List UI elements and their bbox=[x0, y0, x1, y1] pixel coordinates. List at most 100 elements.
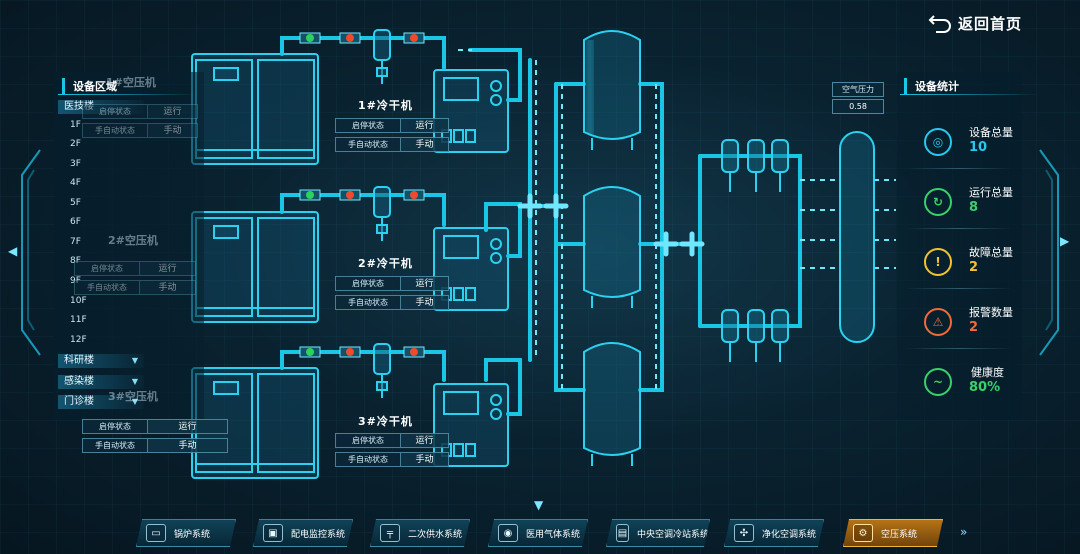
nav-clean-ac[interactable]: ✣ 净化空调系统 bbox=[724, 519, 824, 547]
stat-label: 健康度 bbox=[971, 366, 1004, 379]
hvac-icon: ▤ bbox=[616, 524, 629, 542]
building-label: 科研楼 bbox=[64, 355, 94, 366]
inline-filters bbox=[373, 29, 391, 398]
compressor-title: 3#空压机 bbox=[108, 390, 158, 403]
mode-label: 手自动状态 bbox=[335, 295, 401, 310]
warning-box-icon: ! bbox=[924, 248, 952, 276]
precision-filters bbox=[721, 139, 789, 362]
floor-item[interactable]: 7F bbox=[70, 237, 81, 247]
floor-item[interactable]: 5F bbox=[70, 198, 81, 208]
dryer-gauge bbox=[490, 238, 502, 250]
filter-cup bbox=[376, 381, 388, 391]
filter-cup bbox=[376, 224, 388, 234]
floor-item[interactable]: 2F bbox=[70, 139, 81, 149]
nav-water-supply[interactable]: ╤ 二次供水系统 bbox=[370, 519, 470, 547]
floor-item[interactable]: 1F bbox=[70, 120, 81, 130]
dryer-gauge bbox=[490, 394, 502, 406]
dryer-3-title: 3#冷干机 bbox=[358, 415, 413, 428]
nav-medical-gas[interactable]: ◉ 医用气体系统 bbox=[488, 519, 588, 547]
status-value: 运行 bbox=[140, 261, 196, 276]
chevron-down-icon: ▼ bbox=[131, 397, 138, 406]
stat-fault: ! 故障总量 2 bbox=[896, 238, 1022, 290]
building-item-research[interactable]: 科研楼 ▼ bbox=[58, 354, 144, 368]
dryer-button bbox=[465, 129, 476, 143]
dryer-gauge bbox=[490, 408, 502, 420]
arrow-left-icon[interactable]: ◀ bbox=[8, 244, 18, 258]
dryer-2-mode-row: 手自动状态 手动 bbox=[335, 295, 449, 310]
power-icon: ▣ bbox=[263, 524, 283, 542]
floor-item[interactable]: 9F bbox=[70, 276, 81, 286]
title-divider bbox=[58, 94, 198, 95]
stat-value: 80% bbox=[969, 380, 1001, 395]
mode-label: 手自动状态 bbox=[335, 452, 401, 467]
double-chevron-right-icon[interactable]: » bbox=[960, 525, 968, 539]
precision-filter-body bbox=[721, 139, 739, 173]
air-pressure-readout: 空气压力 0.58 bbox=[832, 82, 884, 114]
mode-value: 手动 bbox=[148, 123, 198, 138]
building-label: 门诊楼 bbox=[64, 396, 94, 407]
stat-label: 设备总量 bbox=[969, 126, 1013, 139]
fan-icon: ✣ bbox=[734, 524, 754, 542]
nav-expand-arrow-icon[interactable]: ▼ bbox=[534, 498, 544, 512]
line-filter bbox=[373, 186, 391, 218]
nav-label: 配电监控系统 bbox=[291, 529, 346, 540]
mode-label: 手自动状态 bbox=[82, 123, 148, 138]
compressor-2-status-row: 启停状态 运行 bbox=[74, 261, 196, 276]
valve-indicator bbox=[346, 34, 354, 42]
compressor-units bbox=[191, 53, 319, 479]
floor-item[interactable]: 4F bbox=[70, 178, 81, 188]
building-item-medtech[interactable]: 医技楼 bbox=[58, 100, 144, 114]
stat-value: 8 bbox=[969, 200, 979, 215]
device-area-panel: 设备区域 医技楼 1F 2F 3F 4F 5F 6F 7F 8F 9F 10F … bbox=[54, 72, 204, 420]
compressor-body bbox=[191, 53, 319, 165]
precision-filter-body bbox=[747, 309, 765, 343]
arrow-right-icon[interactable]: ▶ bbox=[1060, 234, 1070, 248]
mode-value: 手动 bbox=[401, 137, 449, 152]
back-home-button[interactable]: 返回首页 bbox=[928, 10, 1022, 36]
valve-indicator bbox=[410, 34, 418, 42]
building-label: 感染楼 bbox=[64, 376, 94, 387]
boiler-icon: ▭ bbox=[146, 524, 166, 542]
floor-item[interactable]: 10F bbox=[70, 296, 87, 306]
compressor-panel bbox=[257, 373, 315, 473]
device-stats-panel: 设备统计 ◎ 设备总量 10 ↻ 运行总量 8 ! 故障总量 2 ⚠ 报警数量 … bbox=[896, 72, 1040, 420]
nav-air-compressor-system[interactable]: ⚙ 空压系统 bbox=[843, 519, 943, 547]
building-item-infection[interactable]: 感染楼 ▼ bbox=[58, 375, 144, 389]
compressor-1-status-row: 启停状态 运行 bbox=[82, 104, 198, 119]
side-frame-right bbox=[1039, 149, 1059, 356]
nav-power-monitoring[interactable]: ▣ 配电监控系统 bbox=[253, 519, 353, 547]
floor-item[interactable]: 12F bbox=[70, 335, 87, 345]
dryer-1-mode-row: 手自动状态 手动 bbox=[335, 137, 449, 152]
pipes bbox=[280, 36, 802, 416]
compressor-2-mode-row: 手自动状态 手动 bbox=[74, 280, 196, 295]
status-label: 启停状态 bbox=[82, 419, 148, 434]
dashed-flow bbox=[458, 49, 896, 390]
floor-item[interactable]: 6F bbox=[70, 217, 81, 227]
dryer-units bbox=[433, 69, 509, 467]
nav-boiler-system[interactable]: ▭ 锅炉系统 bbox=[136, 519, 236, 547]
nav-label: 净化空调系统 bbox=[762, 529, 817, 540]
compressor-display bbox=[213, 67, 239, 81]
dryer-screen bbox=[443, 77, 479, 101]
compressor-icon: ⚙ bbox=[853, 524, 873, 542]
valve-indicator bbox=[410, 191, 418, 199]
gas-icon: ◉ bbox=[498, 524, 518, 542]
floor-item[interactable]: 11F bbox=[70, 315, 87, 325]
valve-indicator bbox=[410, 348, 418, 356]
compressor-display bbox=[213, 381, 239, 395]
stat-total: ◎ 设备总量 10 bbox=[896, 118, 1022, 170]
mode-value: 手动 bbox=[401, 452, 449, 467]
target-icon: ◎ bbox=[924, 128, 952, 156]
valve-indicator bbox=[306, 348, 314, 356]
nav-label: 锅炉系统 bbox=[174, 529, 211, 540]
nav-label: 医用气体系统 bbox=[526, 529, 581, 540]
compressor-panel bbox=[257, 59, 315, 159]
building-item-outpatient[interactable]: 门诊楼 ▼ bbox=[58, 395, 144, 409]
water-icon: ╤ bbox=[380, 524, 400, 542]
nav-central-hvac[interactable]: ▤ 中央空调冷站系统 bbox=[606, 519, 710, 547]
status-label: 启停状态 bbox=[335, 118, 401, 133]
floor-item[interactable]: 3F bbox=[70, 159, 81, 169]
valve-indicator bbox=[306, 34, 314, 42]
status-label: 启停状态 bbox=[74, 261, 140, 276]
floor-item[interactable]: 8F bbox=[70, 256, 81, 266]
